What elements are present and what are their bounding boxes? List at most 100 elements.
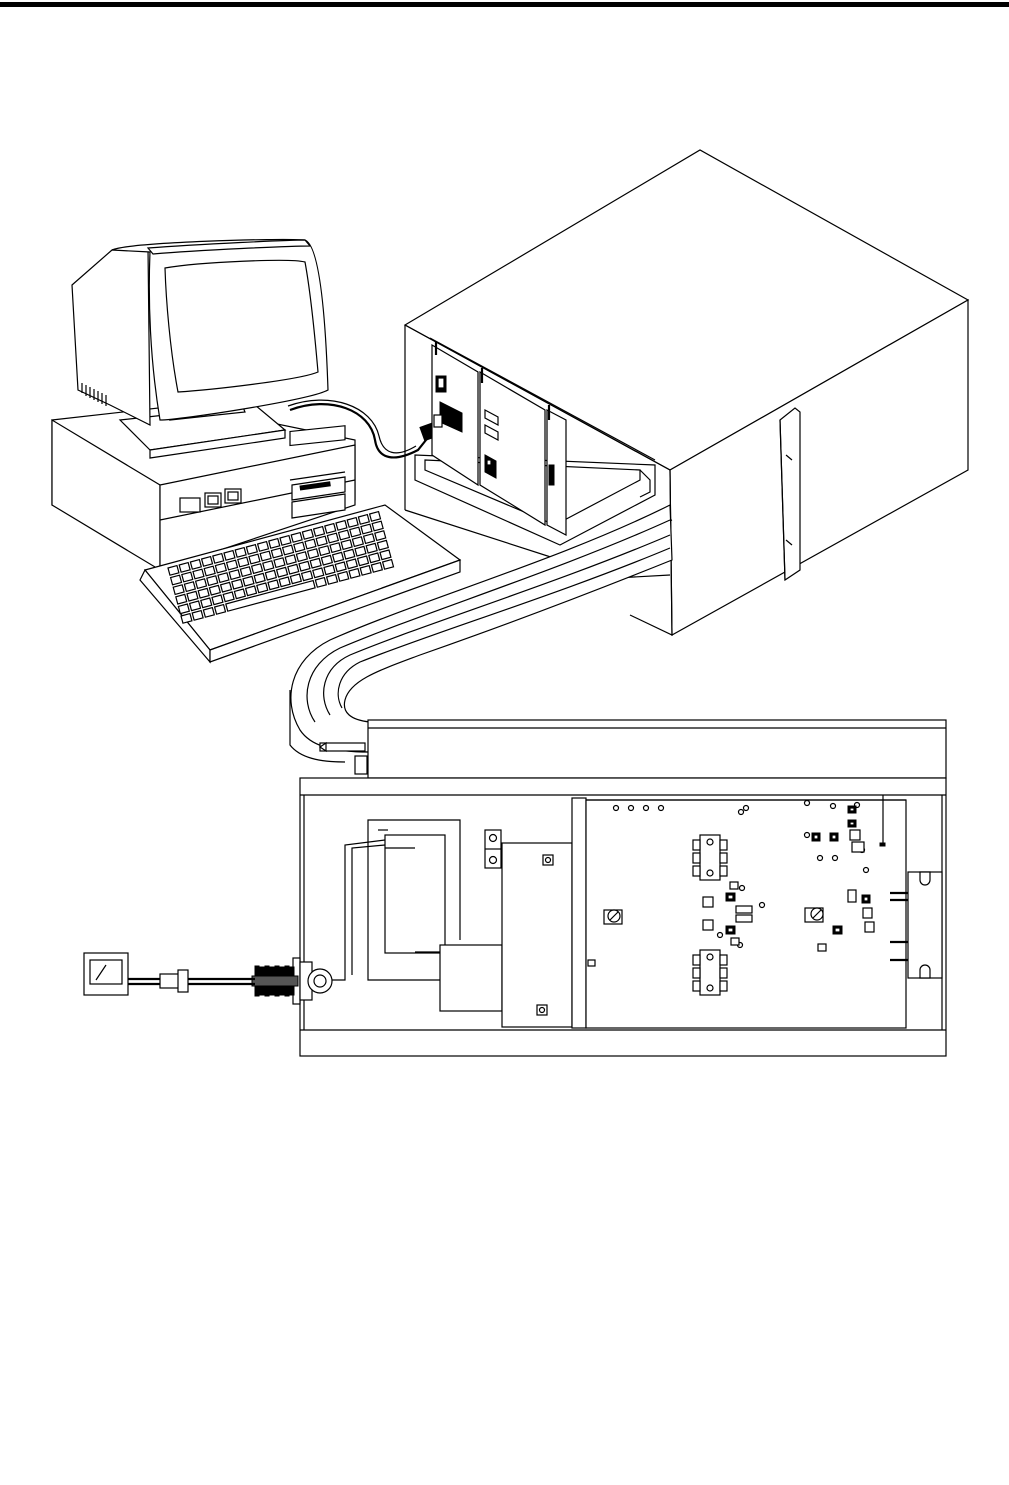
board-hole — [831, 804, 836, 809]
rack-enclosure — [405, 150, 968, 635]
keyboard-key — [302, 571, 313, 581]
passive-component — [863, 908, 872, 918]
board-hole — [718, 933, 723, 938]
component-pad — [850, 808, 854, 811]
keyboard-key — [218, 573, 229, 583]
keyboard-key — [221, 582, 232, 592]
keyboard-key — [341, 540, 352, 550]
keyboard-key — [203, 608, 214, 618]
keyboard-key — [252, 564, 263, 574]
keyboard-key — [366, 543, 377, 553]
keyboard-key — [349, 569, 360, 579]
passive-component — [852, 842, 864, 852]
keyboard-key — [235, 548, 246, 558]
keyboard-key — [215, 563, 226, 573]
keyboard-key — [258, 542, 269, 552]
keyboard-key — [204, 566, 215, 576]
keyboard-key — [201, 598, 212, 608]
keyboard-key — [350, 527, 361, 537]
keyboard-key — [285, 555, 296, 565]
keyboard-key — [315, 578, 326, 588]
keyboard-key — [299, 561, 310, 571]
keyboard-key — [176, 594, 187, 604]
monitor-screen — [165, 260, 318, 392]
keyboard-key — [178, 604, 189, 614]
component-pad — [850, 822, 854, 825]
keyboard-key — [314, 527, 325, 537]
board-hole — [805, 801, 810, 806]
keyboard-key — [209, 585, 220, 595]
keyboard-key — [232, 579, 243, 589]
keyboard-key — [190, 560, 201, 570]
keyboard-key — [302, 530, 313, 540]
component-pad — [728, 895, 733, 899]
keyboard-key — [238, 557, 249, 567]
keyboard-key — [223, 592, 234, 602]
keyboard-key — [288, 564, 299, 574]
keyboard-key — [182, 572, 193, 582]
board-hole — [805, 833, 810, 838]
keyboard-key — [243, 576, 254, 586]
keyboard-key — [268, 580, 279, 590]
keyboard-key — [215, 605, 226, 615]
component-pad — [864, 897, 868, 901]
passive-component — [736, 906, 752, 913]
keyboard-key — [192, 611, 203, 621]
keyboard-key — [173, 585, 184, 595]
circuit-board — [586, 795, 906, 1028]
keyboard-key — [213, 554, 224, 564]
keyboard-key — [327, 533, 338, 543]
keyboard-key — [202, 557, 213, 567]
keyboard-key — [372, 521, 383, 531]
keyboard-key — [316, 536, 327, 546]
passive-component — [865, 922, 874, 932]
component-pad — [835, 928, 840, 932]
keyboard-key — [190, 601, 201, 611]
passive-component — [703, 897, 713, 907]
keyboard-key — [229, 570, 240, 580]
passive-component — [848, 890, 856, 902]
component-pad — [728, 928, 733, 932]
keyboard-key — [335, 562, 346, 572]
component-pad — [814, 835, 818, 839]
passive-component — [731, 938, 739, 945]
keyboard-key — [310, 558, 321, 568]
keyboard-key — [234, 589, 245, 599]
keyboard-key — [319, 546, 330, 556]
board-hole — [744, 806, 749, 811]
keyboard-key — [254, 573, 265, 583]
keyboard-key — [187, 591, 198, 601]
keyboard-key — [305, 539, 316, 549]
board-hole — [864, 868, 869, 873]
ic-package-1 — [693, 835, 727, 880]
keyboard-key — [346, 559, 357, 569]
keyboard-key — [193, 569, 204, 579]
passive-component — [850, 830, 860, 840]
keyboard-key — [327, 575, 338, 585]
keyboard-key — [313, 568, 324, 578]
keyboard-key — [240, 567, 251, 577]
passive-component — [818, 944, 826, 951]
board-hole — [740, 886, 745, 891]
keyboard-key — [257, 583, 268, 593]
keyboard-key — [383, 560, 394, 570]
keyboard-key — [344, 549, 355, 559]
keyboard-key — [338, 572, 349, 582]
keyboard-key — [171, 575, 182, 585]
keyboard-key — [181, 614, 192, 624]
keyboard-key — [352, 537, 363, 547]
board-hole — [739, 810, 744, 815]
keyboard-key — [246, 586, 257, 596]
keyboard-key — [249, 554, 260, 564]
keyboard-key — [330, 543, 341, 553]
board-hole — [644, 806, 649, 811]
keyboard-key — [265, 570, 276, 580]
keyboard-key — [321, 555, 332, 565]
keyboard-key — [296, 552, 307, 562]
keyboard-key — [279, 577, 290, 587]
keyboard-key — [198, 588, 209, 598]
keyboard-key — [277, 567, 288, 577]
test-cable — [128, 970, 255, 992]
connector-body — [252, 976, 298, 986]
